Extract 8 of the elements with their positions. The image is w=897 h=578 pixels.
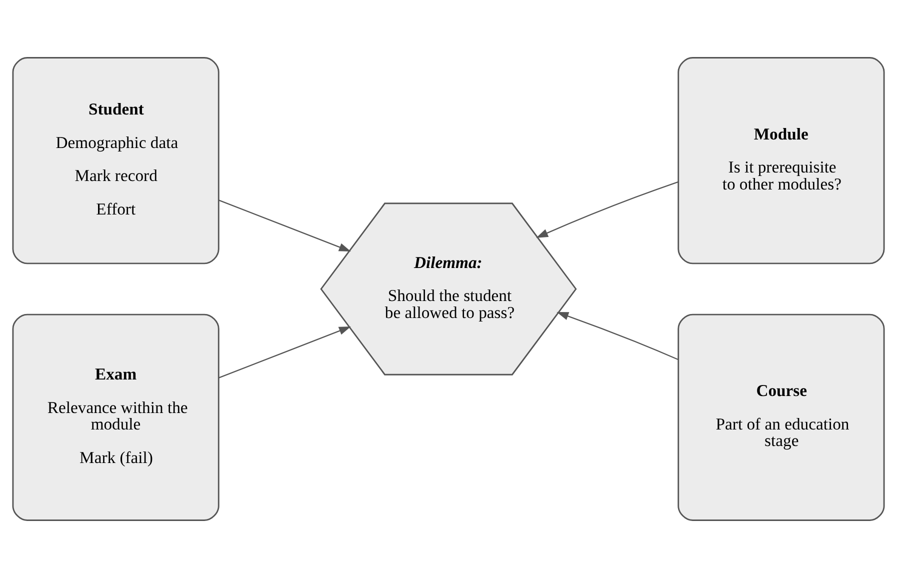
arrow	[218, 200, 351, 252]
node-box: Student Demographic data Mark record Effort	[12, 57, 220, 264]
node-box: Module Is it prerequisite to other modules?	[678, 57, 885, 264]
node-box: Exam Relevance within the module Mark (fail)	[12, 314, 220, 521]
arrow	[218, 326, 351, 378]
arrow	[536, 181, 678, 238]
node-box: Course Part of an education stage	[678, 314, 885, 521]
arrow	[556, 312, 678, 360]
